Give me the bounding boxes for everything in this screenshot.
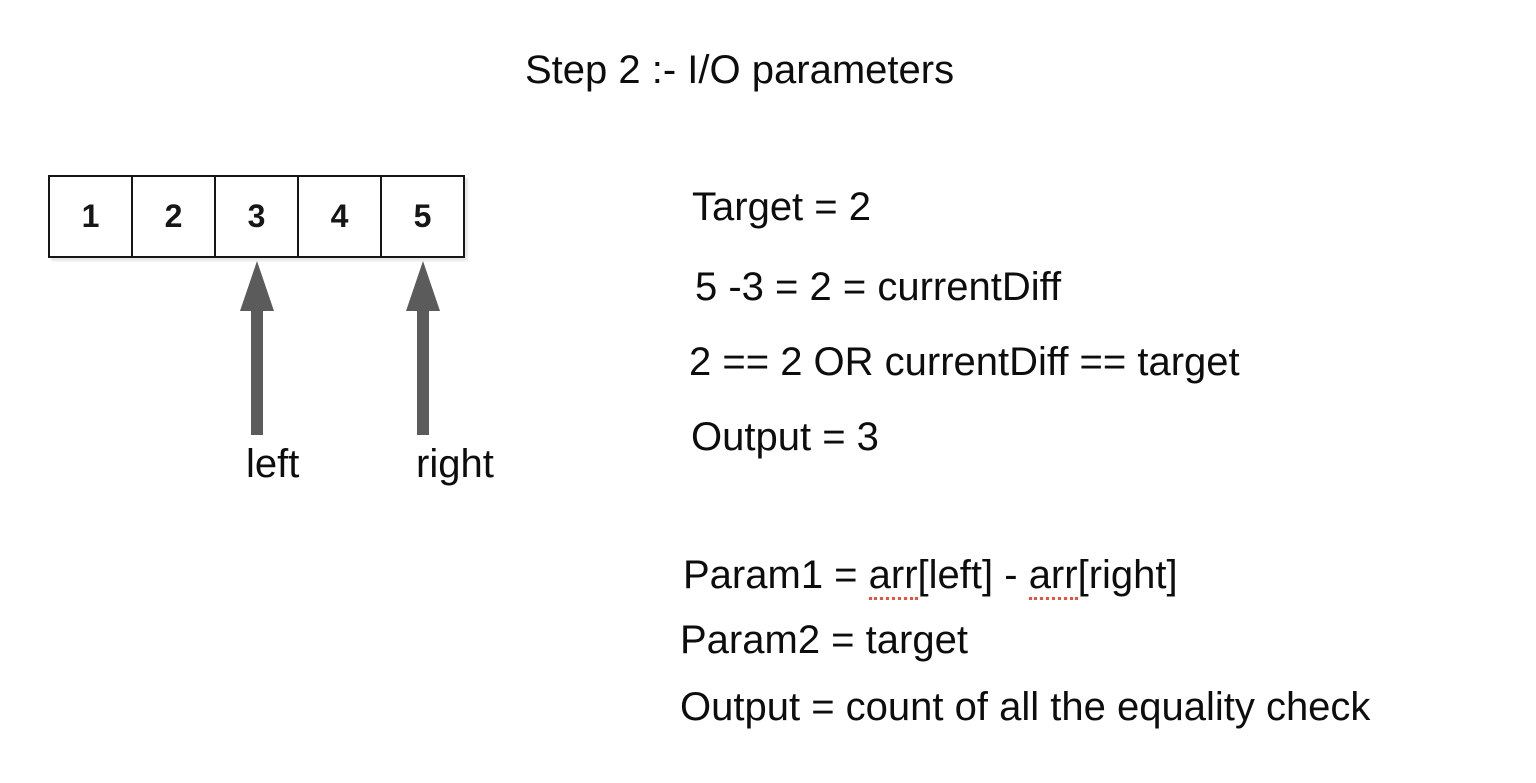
param1-suffix: [right] (1077, 553, 1178, 597)
left-arrow-head (240, 261, 274, 311)
slide-title: Step 2 :- I/O parameters (525, 48, 955, 92)
param1-arr-token-2: arr (1028, 553, 1078, 600)
param1-prefix: Param1 = (683, 553, 869, 597)
array-cell-3: 3 (214, 175, 299, 258)
array-cell-1: 1 (48, 175, 133, 258)
left-arrow-shaft (251, 307, 263, 435)
array-cell-5: 5 (380, 175, 465, 258)
right-arrow-head (406, 261, 440, 311)
array-cell-4: 4 (297, 175, 382, 258)
param1-arr-token-1: arr (868, 553, 918, 600)
calc-output-line: Output = 3 (691, 415, 879, 459)
array-cell-2: 2 (131, 175, 216, 258)
array-container: 1 2 3 4 5 (48, 175, 465, 258)
right-arrow-shaft (417, 307, 429, 435)
param1-middle: [left] - (917, 553, 1029, 597)
params-output-line: Output = count of all the equality check (680, 685, 1371, 729)
calc-target-line: Target = 2 (692, 185, 872, 229)
calc-current-diff-line: 5 -3 = 2 = currentDiff (695, 265, 1062, 309)
param2-line: Param2 = target (680, 618, 968, 662)
right-pointer-arrow-icon (406, 261, 440, 435)
right-pointer-label: right (416, 442, 494, 486)
left-pointer-arrow-icon (240, 261, 274, 435)
param1-line: Param1 = arr[left] - arr[right] (683, 551, 1178, 600)
left-pointer-label: left (246, 442, 300, 486)
calc-equality-check-line: 2 == 2 OR currentDiff == target (689, 340, 1240, 384)
